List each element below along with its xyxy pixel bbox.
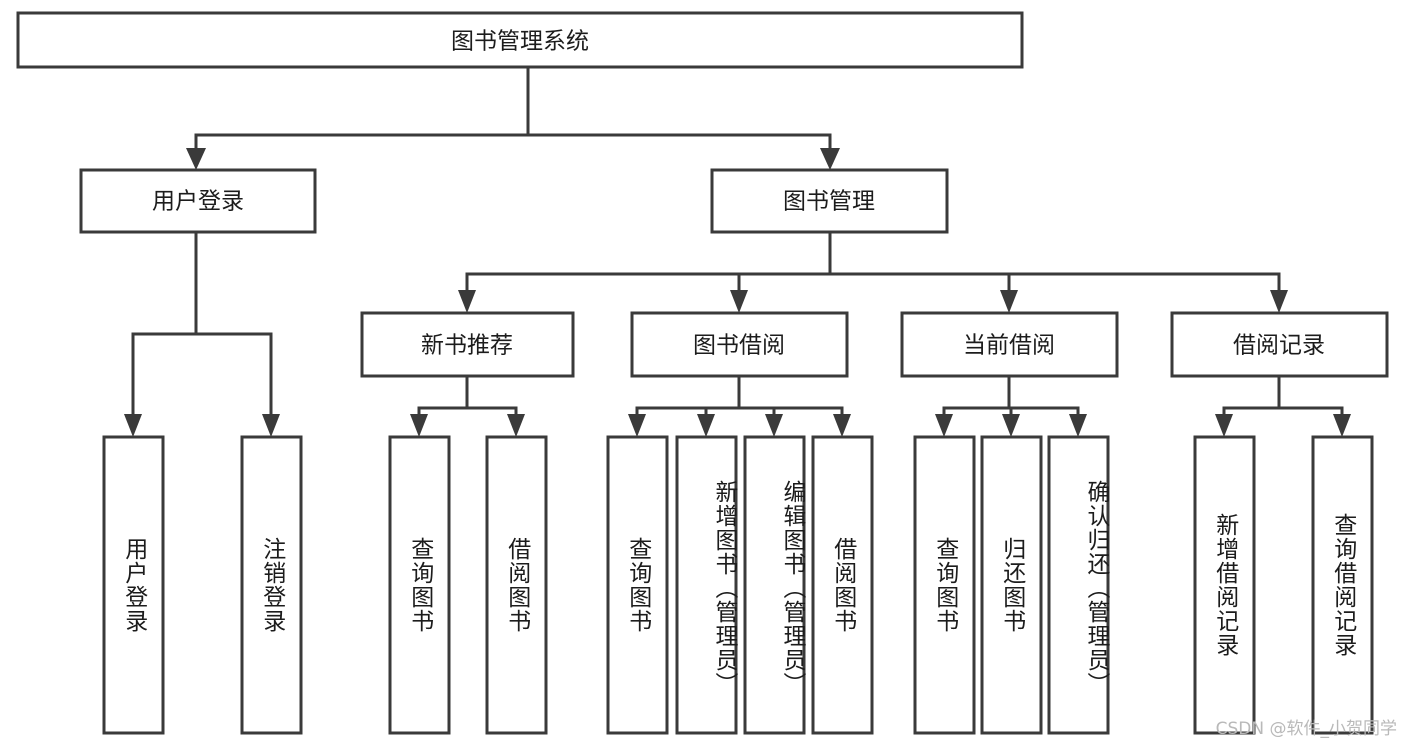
node-borrow-record-label: 借阅记录 xyxy=(1233,333,1325,359)
connector-group-book-manage xyxy=(458,230,1288,313)
connector-group-borrow-record xyxy=(1215,374,1351,437)
node-leaf-user-login-rect xyxy=(102,435,165,735)
node-book-manage-rect xyxy=(710,168,949,234)
node-borrow-record-rect xyxy=(1170,311,1389,378)
node-leaf-add-record-rect xyxy=(1193,435,1256,735)
node-root-label: 图书管理系统 xyxy=(451,29,589,55)
arrow-head-user-login xyxy=(186,148,206,170)
node-leaf-query-record[interactable] xyxy=(1311,435,1374,735)
arrow-head-leaf-borrow-book-1 xyxy=(507,414,525,437)
node-borrow-record[interactable]: 借阅记录 xyxy=(1170,311,1389,378)
node-leaf-edit-book-rect xyxy=(743,435,806,735)
node-current-borrow-rect xyxy=(900,311,1119,378)
node-new-book-recommend-label: 新书推荐 xyxy=(421,333,513,359)
arrow-head-leaf-add-record xyxy=(1215,414,1233,437)
node-leaf-query-book-3[interactable] xyxy=(913,435,976,735)
node-user-login[interactable]: 用户登录 xyxy=(79,168,317,234)
node-leaf-confirm-return[interactable] xyxy=(1047,435,1110,735)
node-leaf-query-book-2[interactable] xyxy=(606,435,669,735)
node-leaf-borrow-book-2-rect xyxy=(811,435,874,735)
node-user-login-rect xyxy=(79,168,317,234)
node-leaf-logout-login[interactable] xyxy=(240,435,303,735)
node-leaf-logout-login-rect xyxy=(240,435,303,735)
node-leaf-borrow-book-2[interactable] xyxy=(811,435,874,735)
arrow-head-new-book-recommend xyxy=(458,290,476,313)
arrow-head-leaf-confirm-return xyxy=(1069,414,1087,437)
node-leaf-edit-book[interactable] xyxy=(743,435,806,735)
node-leaf-return-book-rect xyxy=(980,435,1043,735)
node-leaf-query-book-3-rect xyxy=(913,435,976,735)
node-leaf-add-book[interactable] xyxy=(675,435,738,735)
node-root-rect xyxy=(16,11,1024,69)
arrow-head-leaf-query-book-1 xyxy=(410,414,428,437)
arrow-head-book-manage xyxy=(820,148,840,170)
arrow-head-leaf-return-book xyxy=(1002,414,1020,437)
watermark-text: CSDN @软件_小贺同学 xyxy=(1215,719,1397,739)
node-book-borrow[interactable]: 图书借阅 xyxy=(630,311,849,378)
arrow-head-leaf-query-book-2 xyxy=(628,414,646,437)
node-leaf-add-book-rect xyxy=(675,435,738,735)
node-book-borrow-label: 图书借阅 xyxy=(693,333,785,359)
node-new-book-recommend-rect xyxy=(360,311,575,378)
arrow-head-leaf-logout-login xyxy=(262,414,280,437)
node-leaf-confirm-return-rect xyxy=(1047,435,1110,735)
node-leaf-borrow-book-1-rect xyxy=(485,435,548,735)
connector-group-user-login xyxy=(124,230,280,437)
node-leaf-query-record-rect xyxy=(1311,435,1374,735)
connector-group-book-borrow xyxy=(628,374,851,437)
arrow-head-leaf-user-login xyxy=(124,414,142,437)
arrow-head-leaf-add-book xyxy=(697,414,715,437)
node-leaf-add-record[interactable] xyxy=(1193,435,1256,735)
arrow-head-leaf-query-record xyxy=(1333,414,1351,437)
node-leaf-query-book-1-rect xyxy=(388,435,451,735)
node-leaf-query-book-2-rect xyxy=(606,435,669,735)
node-book-manage[interactable]: 图书管理 xyxy=(710,168,949,234)
connector-group-current-borrow xyxy=(935,374,1087,437)
arrow-head-leaf-borrow-book-2 xyxy=(833,414,851,437)
node-current-borrow[interactable]: 当前借阅 xyxy=(900,311,1119,378)
node-user-login-label: 用户登录 xyxy=(152,189,244,215)
arrow-head-current-borrow xyxy=(1000,290,1018,313)
arrow-head-leaf-query-book-3 xyxy=(935,414,953,437)
node-root[interactable]: 图书管理系统 xyxy=(16,11,1024,69)
arrow-head-borrow-record xyxy=(1270,290,1288,313)
connector-group-root xyxy=(186,65,840,170)
arrow-head-book-borrow xyxy=(730,290,748,313)
node-book-manage-label: 图书管理 xyxy=(783,189,875,215)
arrow-head-leaf-edit-book xyxy=(765,414,783,437)
node-leaf-user-login[interactable] xyxy=(102,435,165,735)
node-current-borrow-label: 当前借阅 xyxy=(963,333,1055,359)
node-leaf-query-book-1[interactable] xyxy=(388,435,451,735)
connector-group-new-book-recommend xyxy=(410,374,525,437)
node-book-borrow-rect xyxy=(630,311,849,378)
node-leaf-borrow-book-1[interactable] xyxy=(485,435,548,735)
node-leaf-return-book[interactable] xyxy=(980,435,1043,735)
node-new-book-recommend[interactable]: 新书推荐 xyxy=(360,311,575,378)
